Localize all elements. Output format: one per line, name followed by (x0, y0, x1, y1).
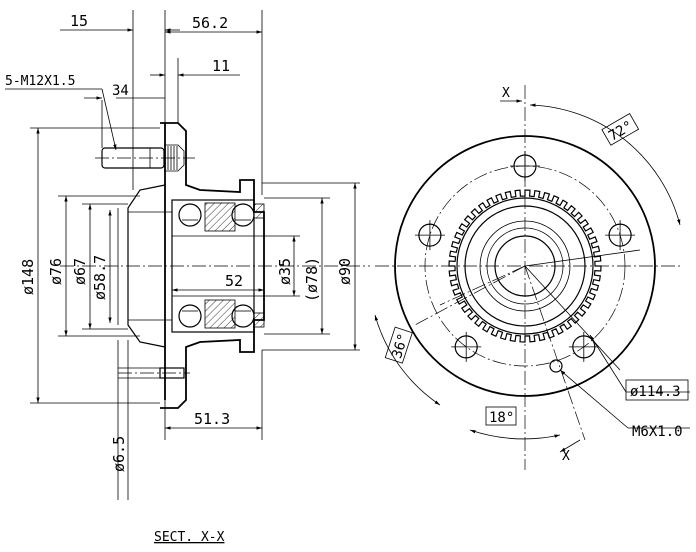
dim-6-5: ø6.5 (110, 436, 128, 472)
dim-67: ø67 (71, 258, 89, 285)
dim-11: 11 (212, 57, 230, 75)
dim-148: ø148 (19, 259, 37, 295)
dim-15: 15 (70, 12, 88, 30)
front-view: X X ø114.3 M6X1.0 72° 36° 18° (374, 85, 690, 470)
lower-hole (118, 367, 190, 379)
section-view: 15 56.2 11 5-M12X1.5 34 ø148 ø76 ø67 ø58… (5, 10, 370, 545)
dim-58-7: ø58.7 (91, 255, 109, 300)
angle-72: 72° (606, 118, 636, 145)
section-label: SECT. X-X (154, 530, 225, 545)
hub-spigot-outline (127, 184, 166, 348)
angle-18: 18° (489, 410, 514, 426)
upper-bearing-row (178, 202, 265, 232)
dim-56-2: 56.2 (192, 14, 228, 32)
section-mark-bottom: X (562, 449, 570, 464)
dim-114-3: ø114.3 (630, 384, 681, 400)
dim-52: 52 (225, 272, 243, 290)
flange-outer-circle (394, 135, 656, 397)
dim-34: 34 (112, 83, 129, 99)
lower-bearing-row (178, 299, 265, 329)
outer-race (171, 199, 255, 333)
dim-90: ø90 (336, 258, 354, 285)
bolt-holes (414, 151, 636, 362)
section-mark-top: X (502, 86, 510, 101)
dim-51-3: 51.3 (194, 410, 230, 428)
hub-bore (494, 235, 556, 297)
dim-78: (ø78) (303, 257, 321, 302)
stud-callout: 5-M12X1.5 (5, 74, 75, 89)
m6-callout: M6X1.0 (632, 424, 683, 440)
m6-hole (549, 359, 563, 373)
angle-36: 36° (389, 332, 412, 361)
hub-flange-outline (160, 122, 265, 409)
wheel-stud (95, 144, 195, 172)
dim-35: ø35 (276, 258, 294, 285)
dim-76: ø76 (47, 258, 65, 285)
